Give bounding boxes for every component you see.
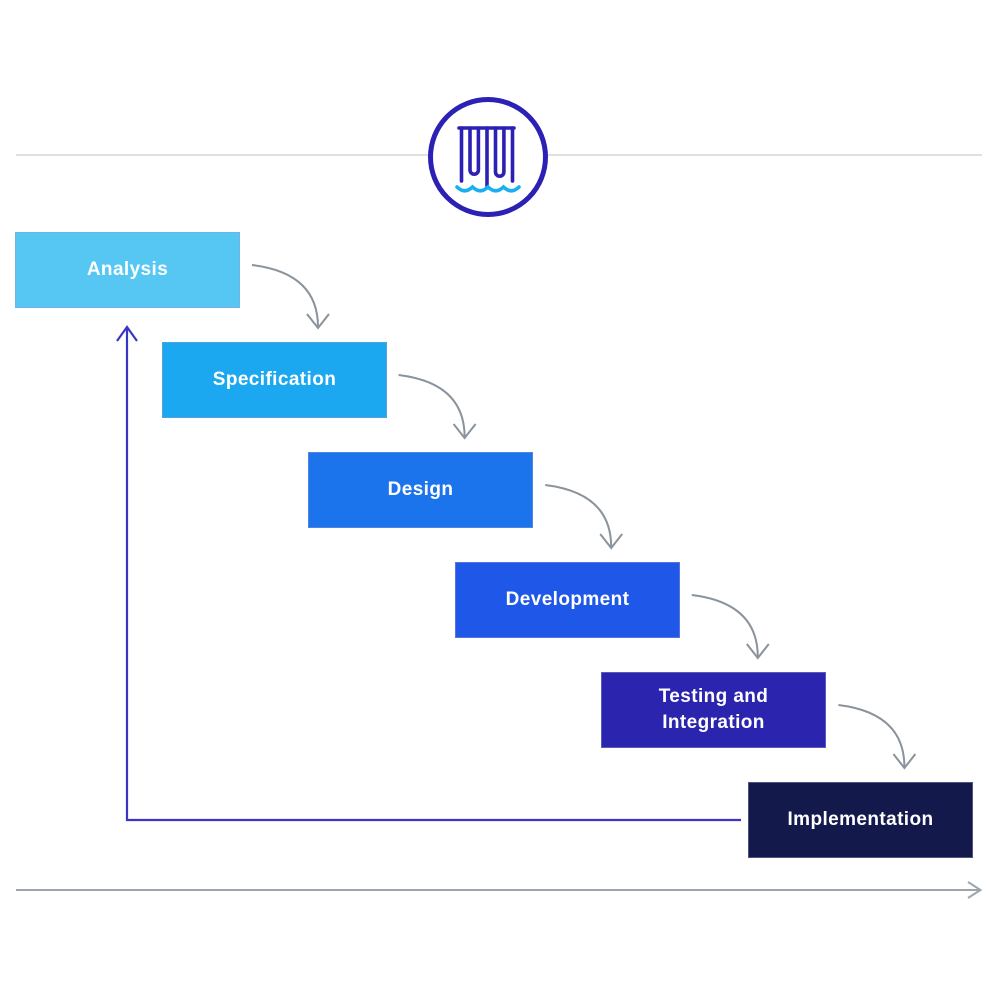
timeline-axis xyxy=(16,881,983,899)
stage-label: Testing and Integration xyxy=(658,686,769,733)
stage-box-analysis: Analysis xyxy=(15,232,240,308)
flow-arrow-1 xyxy=(251,264,330,330)
axis-right-arrowhead xyxy=(967,881,983,899)
stage-box-development: Development xyxy=(455,562,680,638)
flow-arrow-3 xyxy=(545,484,623,550)
flow-arrow-2 xyxy=(398,374,477,440)
stage-box-design: Design xyxy=(308,452,533,528)
waterfall-icon xyxy=(457,126,516,188)
stage-label: Design xyxy=(387,479,454,501)
stage-box-specification: Specification xyxy=(162,342,387,418)
axis-up-arrowhead xyxy=(116,325,138,342)
stage-box-testing-and-integration: Testing and Integration xyxy=(601,672,826,748)
water-waves-icon xyxy=(455,184,521,193)
steps-axis-line xyxy=(116,325,741,822)
stage-label: Implementation xyxy=(787,809,934,831)
flow-arrow-5 xyxy=(838,704,917,770)
stage-label: Analysis xyxy=(86,259,169,281)
stage-label: Development xyxy=(505,589,630,611)
logo xyxy=(428,97,548,217)
flow-arrows xyxy=(251,264,917,770)
stage-label: Specification xyxy=(212,369,337,391)
stage-box-implementation: Implementation xyxy=(748,782,973,858)
flow-arrow-4 xyxy=(691,594,770,660)
